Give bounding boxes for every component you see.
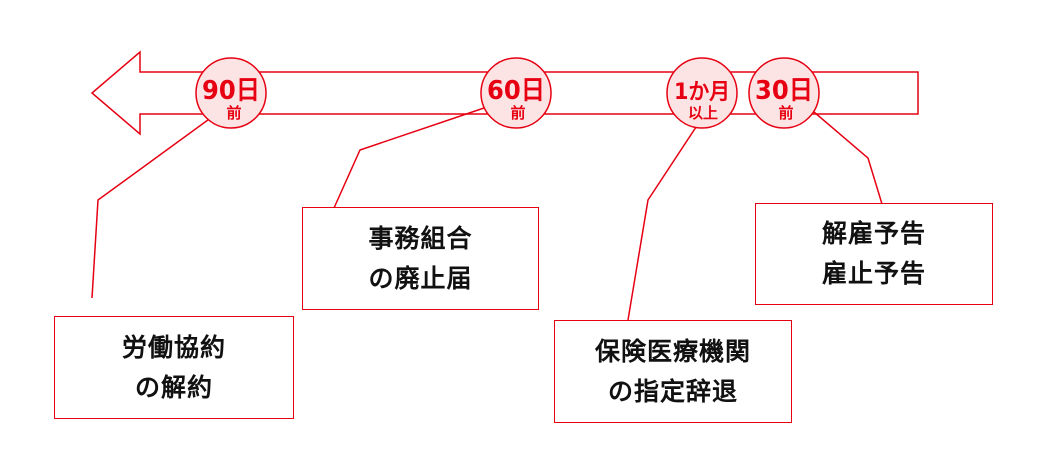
marker-sublabel: 前 [226,104,241,122]
marker-label: 90日 [202,76,260,106]
box-office-abolition-notice: 事務組合 の廃止届 [302,207,539,310]
marker-circle [480,57,552,129]
marker-sublabel: 以上 [688,104,718,122]
marker-label: 30日 [755,76,813,106]
marker-circle [195,57,267,129]
marker-sublabel: 前 [778,104,793,122]
box-line-1: 事務組合 [368,223,473,253]
marker-sublabel: 前 [510,104,525,122]
box-labor-agreement-cancellation: 労働協約 の解約 [54,316,294,419]
marker-circle [748,57,820,129]
box-dismissal-notice: 解雇予告 雇止予告 [755,203,993,305]
connector-1m [627,117,703,321]
connector-60 [333,107,485,209]
marker-90-days-before: 90日 前 [195,57,267,129]
connector-30 [813,111,883,205]
marker-60-days-before: 60日 前 [480,57,552,129]
box-insurance-designation-withdrawal: 保険医療機関 の指定辞退 [554,320,792,423]
box-line-1: 解雇予告 [821,219,926,248]
marker-30-days-before: 30日 前 [748,57,820,129]
box-line-2: 雇止予告 [821,259,926,288]
box-line-2: の解約 [134,372,213,402]
marker-1-month-or-more: 1か月 以上 [666,57,738,129]
box-line-2: の指定辞退 [607,376,738,406]
box-line-1: 保険医療機関 [594,336,751,366]
marker-label: 60日 [487,76,545,106]
marker-label: 1か月 [674,80,730,105]
box-line-1: 労働協約 [121,332,226,362]
connector-90 [91,116,213,299]
marker-circle [666,57,738,129]
box-line-2: の廃止届 [368,263,473,293]
